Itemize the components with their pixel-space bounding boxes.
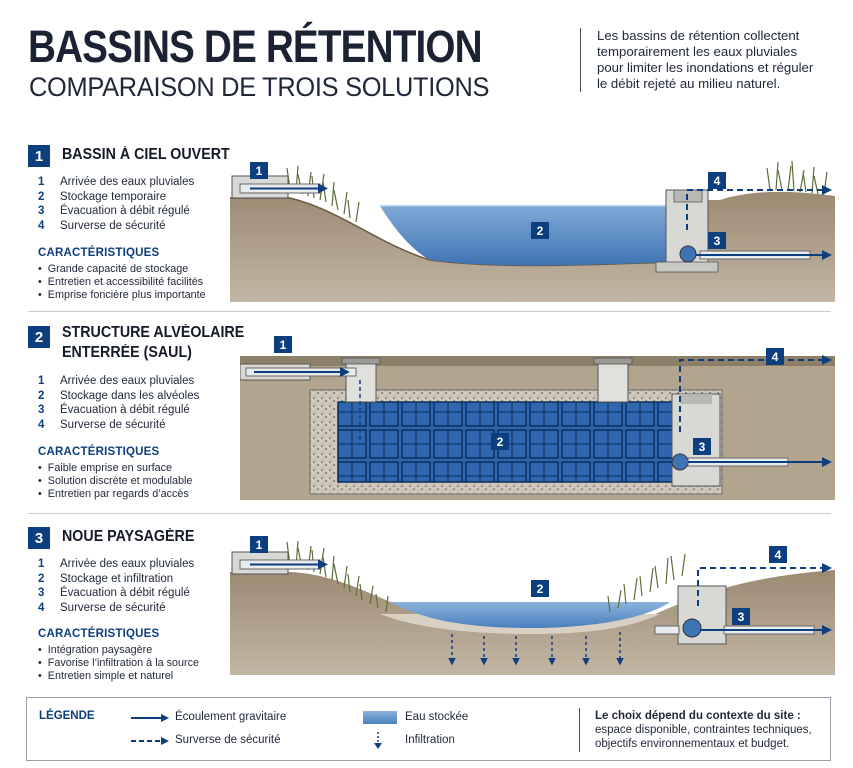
marker-1: 1 [250, 536, 268, 553]
flow-regulator [671, 453, 689, 471]
page-title: BASSINS DE RÉTENTION [28, 21, 483, 72]
section-number-badge: 1 [28, 145, 50, 167]
characteristic-item: Grande capacité de stockage [38, 263, 206, 276]
intro-text: Les bassins de rétention collectent temp… [580, 28, 820, 92]
svg-text:3: 3 [714, 234, 721, 248]
saul-structure-diagram: 1 2 3 4 [240, 336, 835, 500]
section-1-characteristics: Grande capacité de stockage Entretien et… [38, 263, 206, 302]
section-title: NOUE PAYSAGÈRE [62, 528, 195, 545]
marker-3: 3 [693, 438, 711, 455]
section-3-characteristics: Intégration paysagère Favorise l’infiltr… [38, 644, 199, 683]
section-title: STRUCTURE ALVÉOLAIRE [62, 324, 245, 341]
overflow-symbol [131, 737, 169, 745]
soil [230, 570, 835, 675]
section-divider [28, 311, 831, 312]
marker-1: 1 [274, 336, 292, 353]
svg-text:4: 4 [714, 174, 721, 188]
section-2-characteristics: Faible emprise en surface Solution discr… [38, 462, 193, 501]
overflow-arrow [697, 563, 832, 606]
characteristic-item: Emprise foncière plus importante [38, 289, 206, 302]
stored-water [380, 206, 670, 266]
overflow-arrow [686, 185, 832, 230]
svg-text:3: 3 [699, 440, 706, 454]
marker-2: 2 [531, 580, 549, 597]
page-subtitle: COMPARAISON DE TROIS SOLUTIONS [29, 72, 490, 102]
outlet-chamber [677, 585, 727, 645]
section-title-line2: ENTERRÉE (SAUL) [62, 344, 192, 361]
section-title: BASSIN À CIEL OUVERT [62, 146, 230, 163]
svg-text:3: 3 [738, 610, 745, 624]
characteristics-heading: CARACTÉRISTIQUES [38, 247, 160, 259]
legend-note: Le choix dépend du contexte du site : es… [595, 709, 825, 751]
gravity-flow-symbol [131, 714, 169, 722]
marker-4: 4 [708, 172, 726, 189]
marker-2: 2 [531, 222, 549, 239]
section-number-badge: 2 [28, 326, 50, 348]
legend-title: LÉGENDE [39, 710, 95, 722]
svg-text:2: 2 [537, 582, 544, 596]
legend-infiltration-label: Infiltration [405, 734, 455, 746]
section-divider [28, 513, 831, 514]
characteristic-item: Faible emprise en surface [38, 462, 192, 475]
section-1-header: 1 BASSIN À CIEL OUVERT [28, 145, 244, 167]
characteristic-item: Favorise l’infiltration à la source [38, 657, 199, 670]
svg-text:1: 1 [256, 538, 263, 552]
svg-text:1: 1 [280, 338, 287, 352]
legend-overflow-label: Surverse de sécurité [175, 734, 281, 746]
section-2-header: 2 STRUCTURE ALVÉOLAIRE ENTERRÉE (SAUL) [28, 323, 260, 363]
storage-cells [337, 401, 689, 483]
legend-gravity-label: Écoulement gravitaire [175, 711, 287, 723]
characteristic-item: Entretien par regards d’accès [38, 488, 192, 501]
marker-3: 3 [732, 608, 750, 625]
characteristic-item: Entretien simple et naturel [38, 670, 199, 683]
svg-text:1: 1 [256, 164, 263, 178]
stored-water [390, 602, 670, 628]
infiltration-arrows [448, 632, 624, 666]
svg-text:2: 2 [537, 224, 544, 238]
svg-text:4: 4 [772, 350, 779, 364]
characteristic-item: Entretien et accessibilité facilités [38, 276, 206, 289]
characteristics-heading: CARACTÉRISTIQUES [38, 628, 160, 640]
legend-box: LÉGENDE Écoulement gravitaire Surverse d… [26, 697, 831, 761]
legend-water-label: Eau stockée [405, 711, 469, 723]
marker-1: 1 [250, 162, 268, 179]
section-number-badge: 3 [28, 527, 50, 549]
marker-4: 4 [766, 348, 784, 365]
marker-2: 2 [491, 433, 509, 450]
characteristic-item: Solution discrète et modulable [38, 475, 193, 488]
characteristics-heading: CARACTÉRISTIQUES [38, 446, 160, 458]
infiltration-symbol [374, 732, 382, 749]
marker-4: 4 [769, 546, 787, 563]
stored-water-swatch [363, 711, 397, 724]
flow-regulator [679, 245, 697, 263]
legend-note-heading: Le choix dépend du contexte du site : [595, 710, 801, 722]
inspection-shaft [597, 361, 629, 403]
legend-divider [579, 708, 580, 752]
noue-diagram: 1 2 3 4 [230, 536, 835, 675]
section-3-header: 3 NOUE PAYSAGÈRE [28, 527, 206, 549]
flow-regulator [682, 618, 702, 638]
marker-3: 3 [708, 232, 726, 249]
open-basin-diagram: 1 2 3 4 [230, 160, 835, 302]
characteristic-item: Intégration paysagère [38, 644, 199, 657]
svg-text:4: 4 [775, 548, 782, 562]
svg-text:2: 2 [497, 435, 504, 449]
legend-note-text: espace disponible, contraintes technique… [595, 724, 812, 750]
